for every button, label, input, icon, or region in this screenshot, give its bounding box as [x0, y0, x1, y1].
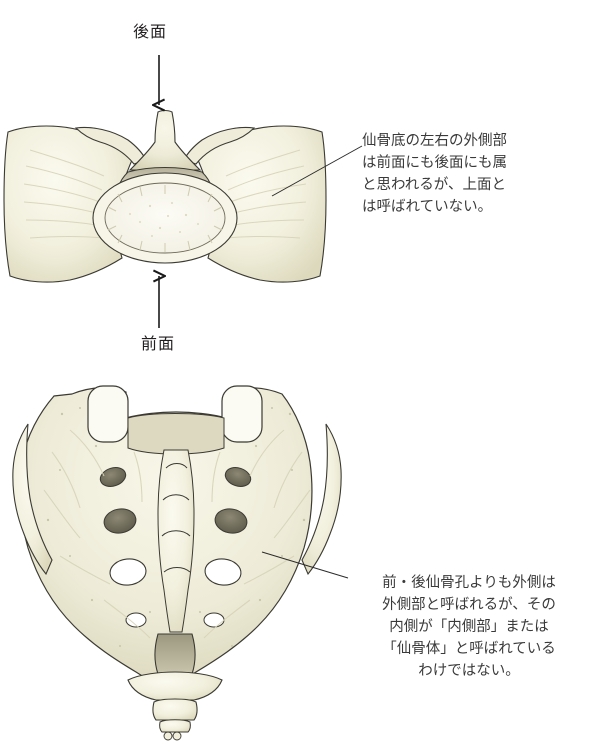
coccyx-segment-1 — [127, 671, 223, 701]
posterior-sacral-foramen — [125, 612, 147, 628]
label-anterior-view: 前面 — [141, 334, 176, 353]
posterior-sacral-foramen — [203, 612, 225, 628]
posterior-sacral-foramen — [103, 508, 137, 534]
superior-articular-process-right — [221, 385, 263, 443]
vertebral-body-endplate — [104, 182, 226, 254]
median-sacral-crest — [128, 109, 202, 171]
posterior-sacral-foramen — [224, 467, 252, 487]
coccyx-segment-2 — [152, 698, 198, 721]
lateral-part-right — [301, 423, 342, 576]
sacrum-posterior-view — [12, 385, 342, 741]
coccyx-tip — [163, 731, 182, 741]
sacral-base-superior-view — [3, 109, 327, 283]
superior-articular-process-left — [87, 385, 129, 443]
posterior-sacral-foramen — [99, 467, 127, 487]
coccyx-segment-3 — [159, 719, 191, 733]
sacrum-surface-texture — [43, 429, 311, 639]
leader-superior-note — [271, 145, 363, 197]
crest-tubercles — [161, 463, 191, 573]
lateral-part-left — [12, 423, 53, 576]
sacrum-speckle — [46, 407, 306, 647]
annotation-superior-view: 仙骨底の左右の外側部 は前面にも後面にも属 と思われるが、上面と は呼ばれていな… — [362, 133, 507, 215]
posterior-sacral-foramen — [109, 558, 147, 586]
annotation-posterior-view: 前・後仙骨孔よりも外側は 外側部と呼ばれるが、その 内側が「内側部」または 「仙… — [382, 575, 556, 679]
posterior-sacral-foramen — [204, 558, 242, 586]
median-sacral-crest — [157, 449, 195, 633]
leader-lateral-note — [261, 551, 349, 579]
sacral-base-plateau — [127, 413, 225, 455]
label-posterior-view: 後面 — [133, 22, 168, 41]
endplate-trabeculae — [107, 185, 223, 252]
posterior-sacral-foramen — [214, 508, 248, 534]
endplate-speckle — [129, 202, 199, 237]
